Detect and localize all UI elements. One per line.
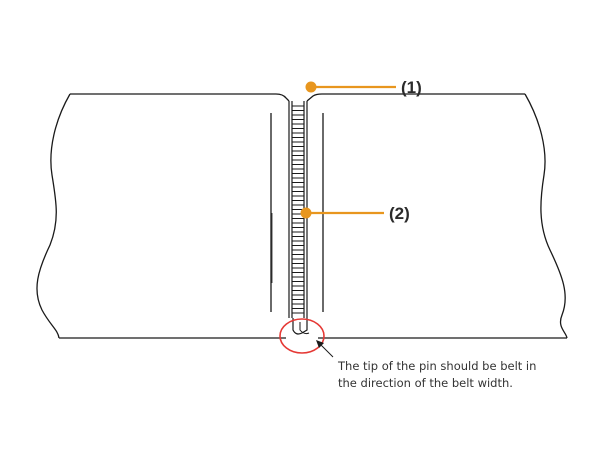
right-belt-end [306, 93, 568, 339]
callout-2-label: (2) [389, 204, 410, 223]
note-line-2: the direction of the belt width. [338, 376, 513, 390]
left-belt-cut-edge [36, 93, 71, 339]
callout-1: (1) [305, 78, 422, 97]
right-belt-top-edge [306, 93, 525, 102]
callout-1-dot [305, 81, 317, 93]
note-line-1: The tip of the pin should be belt in [337, 359, 536, 373]
left-belt-end [36, 93, 290, 339]
pin-tip [292, 318, 308, 335]
callout-2-dot [300, 207, 312, 219]
left-belt-top-edge [70, 93, 290, 102]
pin-tip-highlight [279, 318, 325, 354]
lacing-rungs [292, 105, 304, 314]
note-arrow [316, 340, 334, 358]
callout-2: (2) [300, 204, 410, 223]
callout-1-label: (1) [401, 78, 422, 97]
right-belt-cut-edge [524, 93, 568, 339]
pin-tip-bend [299, 322, 310, 335]
